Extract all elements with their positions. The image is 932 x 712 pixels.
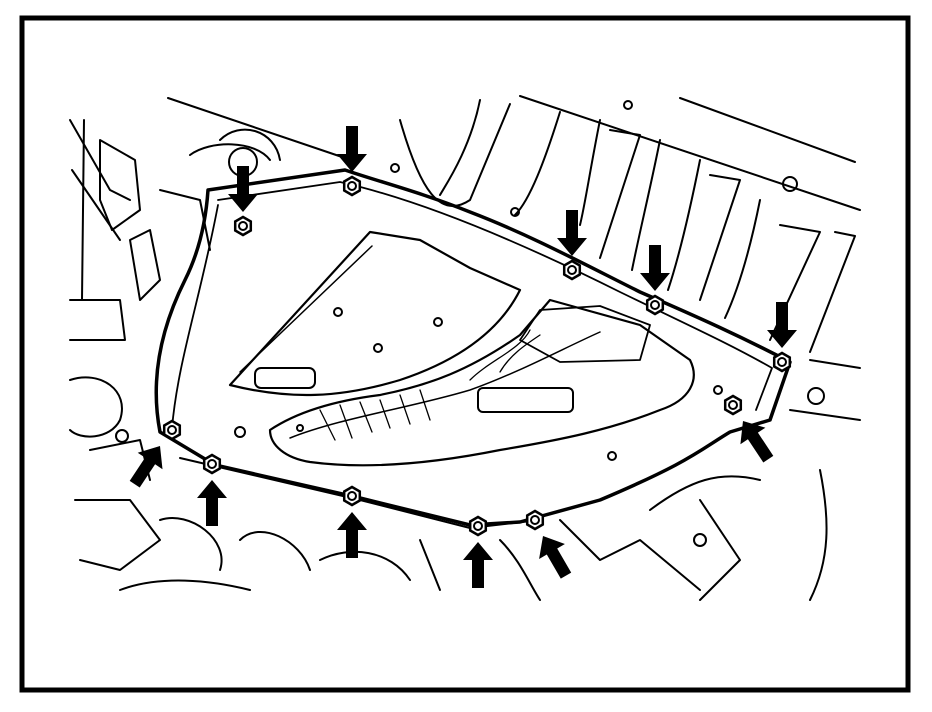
bolt-9 bbox=[342, 485, 362, 507]
arrow-5 bbox=[767, 302, 797, 348]
bolt-6 bbox=[723, 394, 743, 416]
arrow-3 bbox=[557, 210, 587, 256]
bolt-8 bbox=[202, 453, 222, 475]
panel-holes bbox=[234, 307, 723, 461]
bolt-7 bbox=[162, 419, 182, 441]
arrow-4 bbox=[640, 245, 670, 291]
arrow-1 bbox=[228, 166, 258, 212]
arrow-11 bbox=[539, 536, 572, 579]
bolt-1 bbox=[233, 215, 253, 237]
arrow-8 bbox=[197, 480, 227, 526]
bolt-5 bbox=[772, 351, 792, 373]
undercover-panel bbox=[154, 168, 792, 529]
bolt-4 bbox=[645, 294, 665, 316]
chassis-background bbox=[69, 95, 861, 601]
arrow-9 bbox=[337, 512, 367, 558]
arrow-6 bbox=[740, 421, 774, 463]
bolt-2 bbox=[342, 175, 362, 197]
arrow-2 bbox=[337, 126, 367, 172]
bolt-3 bbox=[562, 259, 582, 281]
background-holes bbox=[115, 100, 825, 547]
diagram-frame bbox=[19, 15, 911, 693]
bolt-11 bbox=[525, 509, 545, 531]
arrow-10 bbox=[463, 542, 493, 588]
arrow-7 bbox=[129, 446, 163, 488]
fastener-bolts bbox=[162, 147, 792, 537]
removal-arrows bbox=[129, 126, 797, 588]
bolt-10 bbox=[468, 515, 488, 537]
